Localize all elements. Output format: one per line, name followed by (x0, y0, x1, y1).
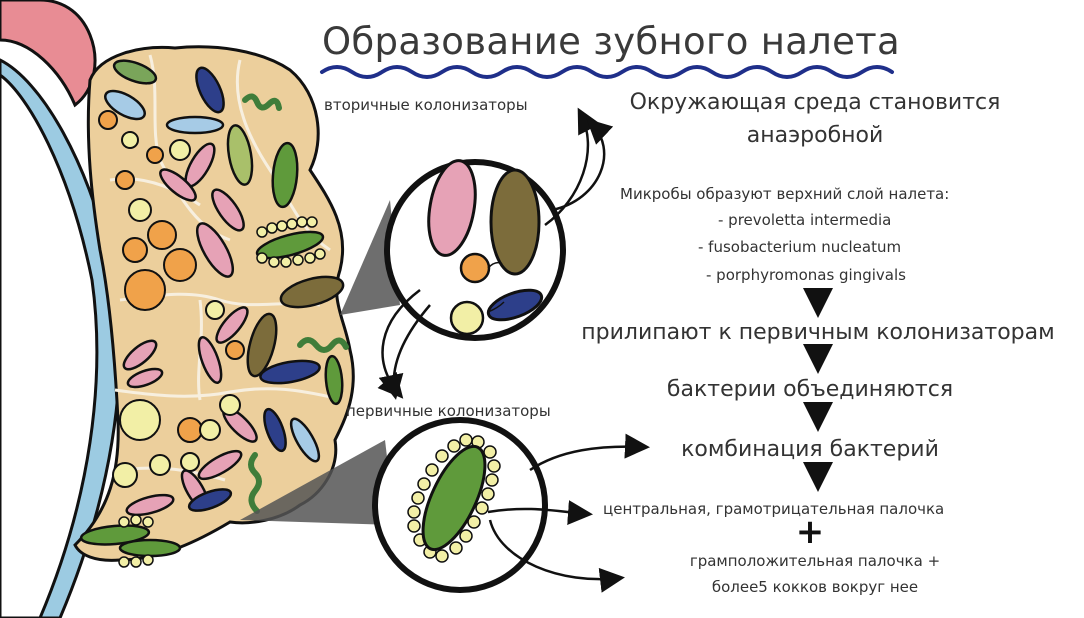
plaque-cocci (98, 110, 245, 488)
microbe-item-2: - fusobacterium nucleatum (698, 238, 902, 256)
central-rod-text: центральная, грамотрицательная палочка (603, 500, 945, 518)
title-underline (320, 65, 894, 79)
arrows (377, 107, 650, 593)
top-layer-text: Микробы образуют верхний слой налета: (620, 185, 950, 203)
plaque-rods (79, 59, 345, 558)
secondary-colonizers-label: вторичные колонизаторы (324, 96, 528, 114)
primary-colonizers-label: первичные колонизаторы (346, 402, 551, 420)
plus-sign: + (795, 512, 825, 552)
microbe-item-1: - prevoletta intermedia (718, 211, 892, 229)
magnifier-top (384, 159, 566, 341)
microbe-item-3: - porphyromonas gingivals (706, 266, 906, 284)
callout-cone-top (340, 200, 400, 315)
anaerobic-line2: анаэробной (746, 123, 884, 148)
gram-positive-line2: более5 кокков вокруг нее (711, 578, 919, 596)
adhere-step: прилипают к первичным колонизаторам (581, 320, 1055, 345)
plaque-corncob (118, 216, 326, 568)
anaerobic-line1: Окружающая среда становится (629, 90, 1001, 115)
gram-positive-line1: грамположительная палочка + (689, 552, 941, 570)
spirochetes (242, 93, 349, 514)
magnifier-bottom (372, 417, 548, 593)
combination-step: комбинация бактерий (681, 437, 939, 462)
page-title: Образование зубного налета (322, 20, 901, 63)
tooth-surface (0, 73, 99, 618)
unite-step: бактерии объединяются (666, 377, 954, 402)
callout-cone-bottom (240, 440, 395, 525)
